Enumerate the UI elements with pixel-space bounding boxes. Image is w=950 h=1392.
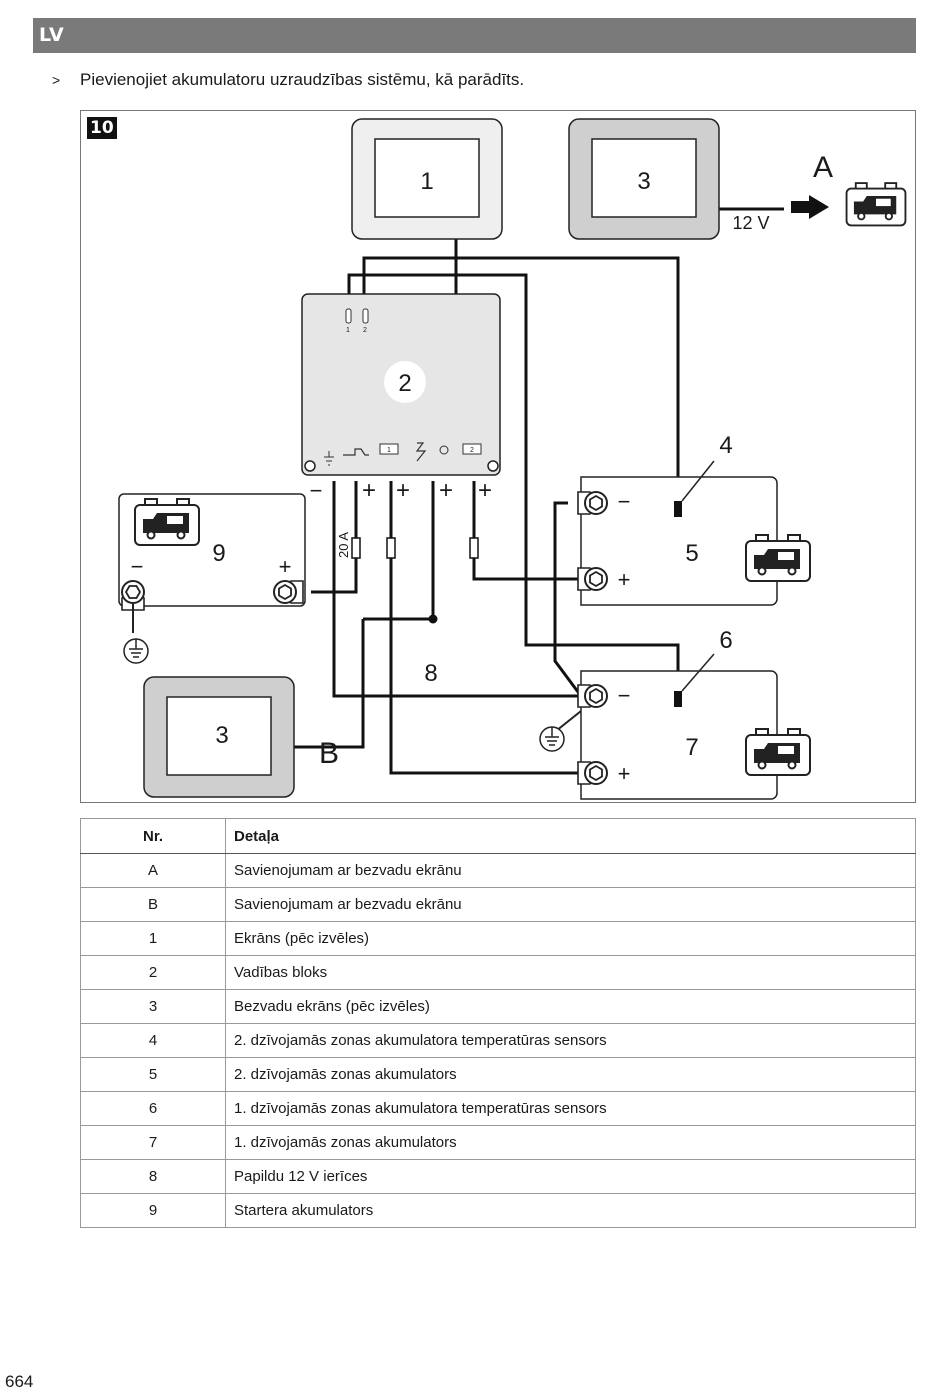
label-battery-7: 7 — [685, 734, 698, 761]
wire-battery-2-plus — [472, 481, 581, 581]
cell-detail: 2. dzīvojamās zonas akumulators — [225, 1057, 916, 1092]
fuse-battery-2 — [469, 537, 479, 559]
battery-1-plus-sign: + — [618, 761, 631, 786]
wire-sensor-4 — [362, 256, 680, 507]
fuse-battery-1 — [386, 537, 396, 559]
label-wireless-display-top: 3 — [637, 168, 650, 195]
diagram-labels: 1 3 3 2 4 5 6 7 8 9 A B 12 V 20 A 1 2 1 … — [131, 151, 833, 786]
label-fuse: 20 A — [336, 532, 351, 558]
label-battery-index-2: 2 — [470, 447, 474, 454]
camper-icon — [845, 182, 907, 227]
label-wireless-display-bottom: 3 — [215, 722, 228, 749]
cell-nr: 1 — [80, 921, 226, 956]
label-battery-5: 5 — [685, 540, 698, 567]
language-header-bar: LV — [33, 18, 916, 53]
label-loads-8: 8 — [424, 660, 437, 687]
table-header-row: Nr. Detaļa — [80, 818, 916, 854]
cu-plus-sign-1: + — [362, 477, 376, 504]
step-bullet: > — [52, 72, 61, 88]
wireless-display-bottom — [143, 676, 295, 798]
cu-plus-sign-2: + — [396, 477, 410, 504]
cu-plus-sign-3: + — [439, 477, 453, 504]
arrow-a-icon — [791, 195, 829, 219]
cell-detail: Ekrāns (pēc izvēles) — [225, 921, 916, 956]
cell-detail: Papildu 12 V ierīces — [225, 1159, 916, 1194]
label-sensor-4: 4 — [719, 432, 732, 459]
cell-detail: Vadības bloks — [225, 955, 916, 990]
header-detail: Detaļa — [225, 818, 916, 854]
label-sensor-index-1: 1 — [346, 327, 350, 334]
fuse-20a — [351, 537, 361, 559]
cell-detail: Startera akumulators — [225, 1193, 916, 1228]
battery-2 — [577, 460, 811, 606]
instruction-text: Pievienojiet akumulatoru uzraudzības sis… — [80, 70, 525, 89]
cell-detail: Savienojumam ar bezvadu ekrānu — [225, 887, 916, 922]
wiring-diagram: 1 3 3 2 4 5 6 7 8 9 A B 12 V 20 A 1 2 1 … — [80, 110, 916, 803]
cu-minus-sign: − — [310, 478, 323, 503]
instruction-step: > Pievienojiet akumulatoru uzraudzības si… — [52, 70, 524, 90]
language-code: LV — [39, 24, 65, 46]
battery-1-minus-sign: − — [618, 683, 631, 708]
label-sensor-index-2: 2 — [363, 327, 367, 334]
cell-nr: B — [80, 887, 226, 922]
wiring-diagram-svg: 1 3 3 2 4 5 6 7 8 9 A B 12 V 20 A 1 2 1 … — [118, 118, 907, 800]
label-sensor-6: 6 — [719, 627, 732, 654]
loads-junction — [428, 614, 438, 624]
cell-nr: 2 — [80, 955, 226, 990]
starter-plus-sign: + — [279, 554, 292, 579]
control-unit — [301, 293, 501, 476]
label-battery-index-1: 1 — [387, 447, 391, 454]
cell-nr: 9 — [80, 1193, 226, 1228]
wire-battery-1-plus — [389, 481, 581, 775]
wireless-display-top — [568, 118, 720, 240]
starter-battery — [118, 493, 306, 664]
wire-b-output — [293, 619, 365, 749]
cell-nr: A — [80, 853, 226, 888]
battery-2-minus-sign: − — [618, 489, 631, 514]
wire-minus-shunt — [332, 481, 581, 698]
wire-battery-2-minus — [553, 501, 583, 697]
display-1 — [351, 118, 503, 240]
cell-nr: 8 — [80, 1159, 226, 1194]
starter-minus-sign: − — [131, 554, 144, 579]
cell-detail: Savienojumam ar bezvadu ekrānu — [225, 853, 916, 888]
label-control-unit: 2 — [398, 370, 411, 397]
wire-starter-plus — [311, 481, 358, 594]
label-display-1: 1 — [420, 168, 433, 195]
cell-nr: 4 — [80, 1023, 226, 1058]
wires — [293, 207, 784, 775]
figure-number: 10 — [87, 117, 117, 139]
battery-1 — [539, 653, 811, 800]
label-starter-9: 9 — [212, 540, 225, 567]
cell-nr: 6 — [80, 1091, 226, 1126]
label-voltage: 12 V — [732, 213, 769, 233]
cell-detail: 1. dzīvojamās zonas akumulators — [225, 1125, 916, 1160]
cell-detail: 1. dzīvojamās zonas akumulatora temperat… — [225, 1091, 916, 1126]
cell-detail: 2. dzīvojamās zonas akumulatora temperat… — [225, 1023, 916, 1058]
label-conn-b: B — [319, 737, 339, 770]
cell-nr: 7 — [80, 1125, 226, 1160]
battery-2-plus-sign: + — [618, 567, 631, 592]
header-nr: Nr. — [80, 818, 226, 854]
cell-detail: Bezvadu ekrāns (pēc izvēles) — [225, 989, 916, 1024]
page-number: 664 — [5, 1372, 34, 1391]
cu-plus-sign-4: + — [478, 477, 492, 504]
cell-nr: 5 — [80, 1057, 226, 1092]
cell-nr: 3 — [80, 989, 226, 1024]
wire-sensor-6 — [347, 273, 680, 690]
label-conn-a: A — [813, 151, 833, 184]
